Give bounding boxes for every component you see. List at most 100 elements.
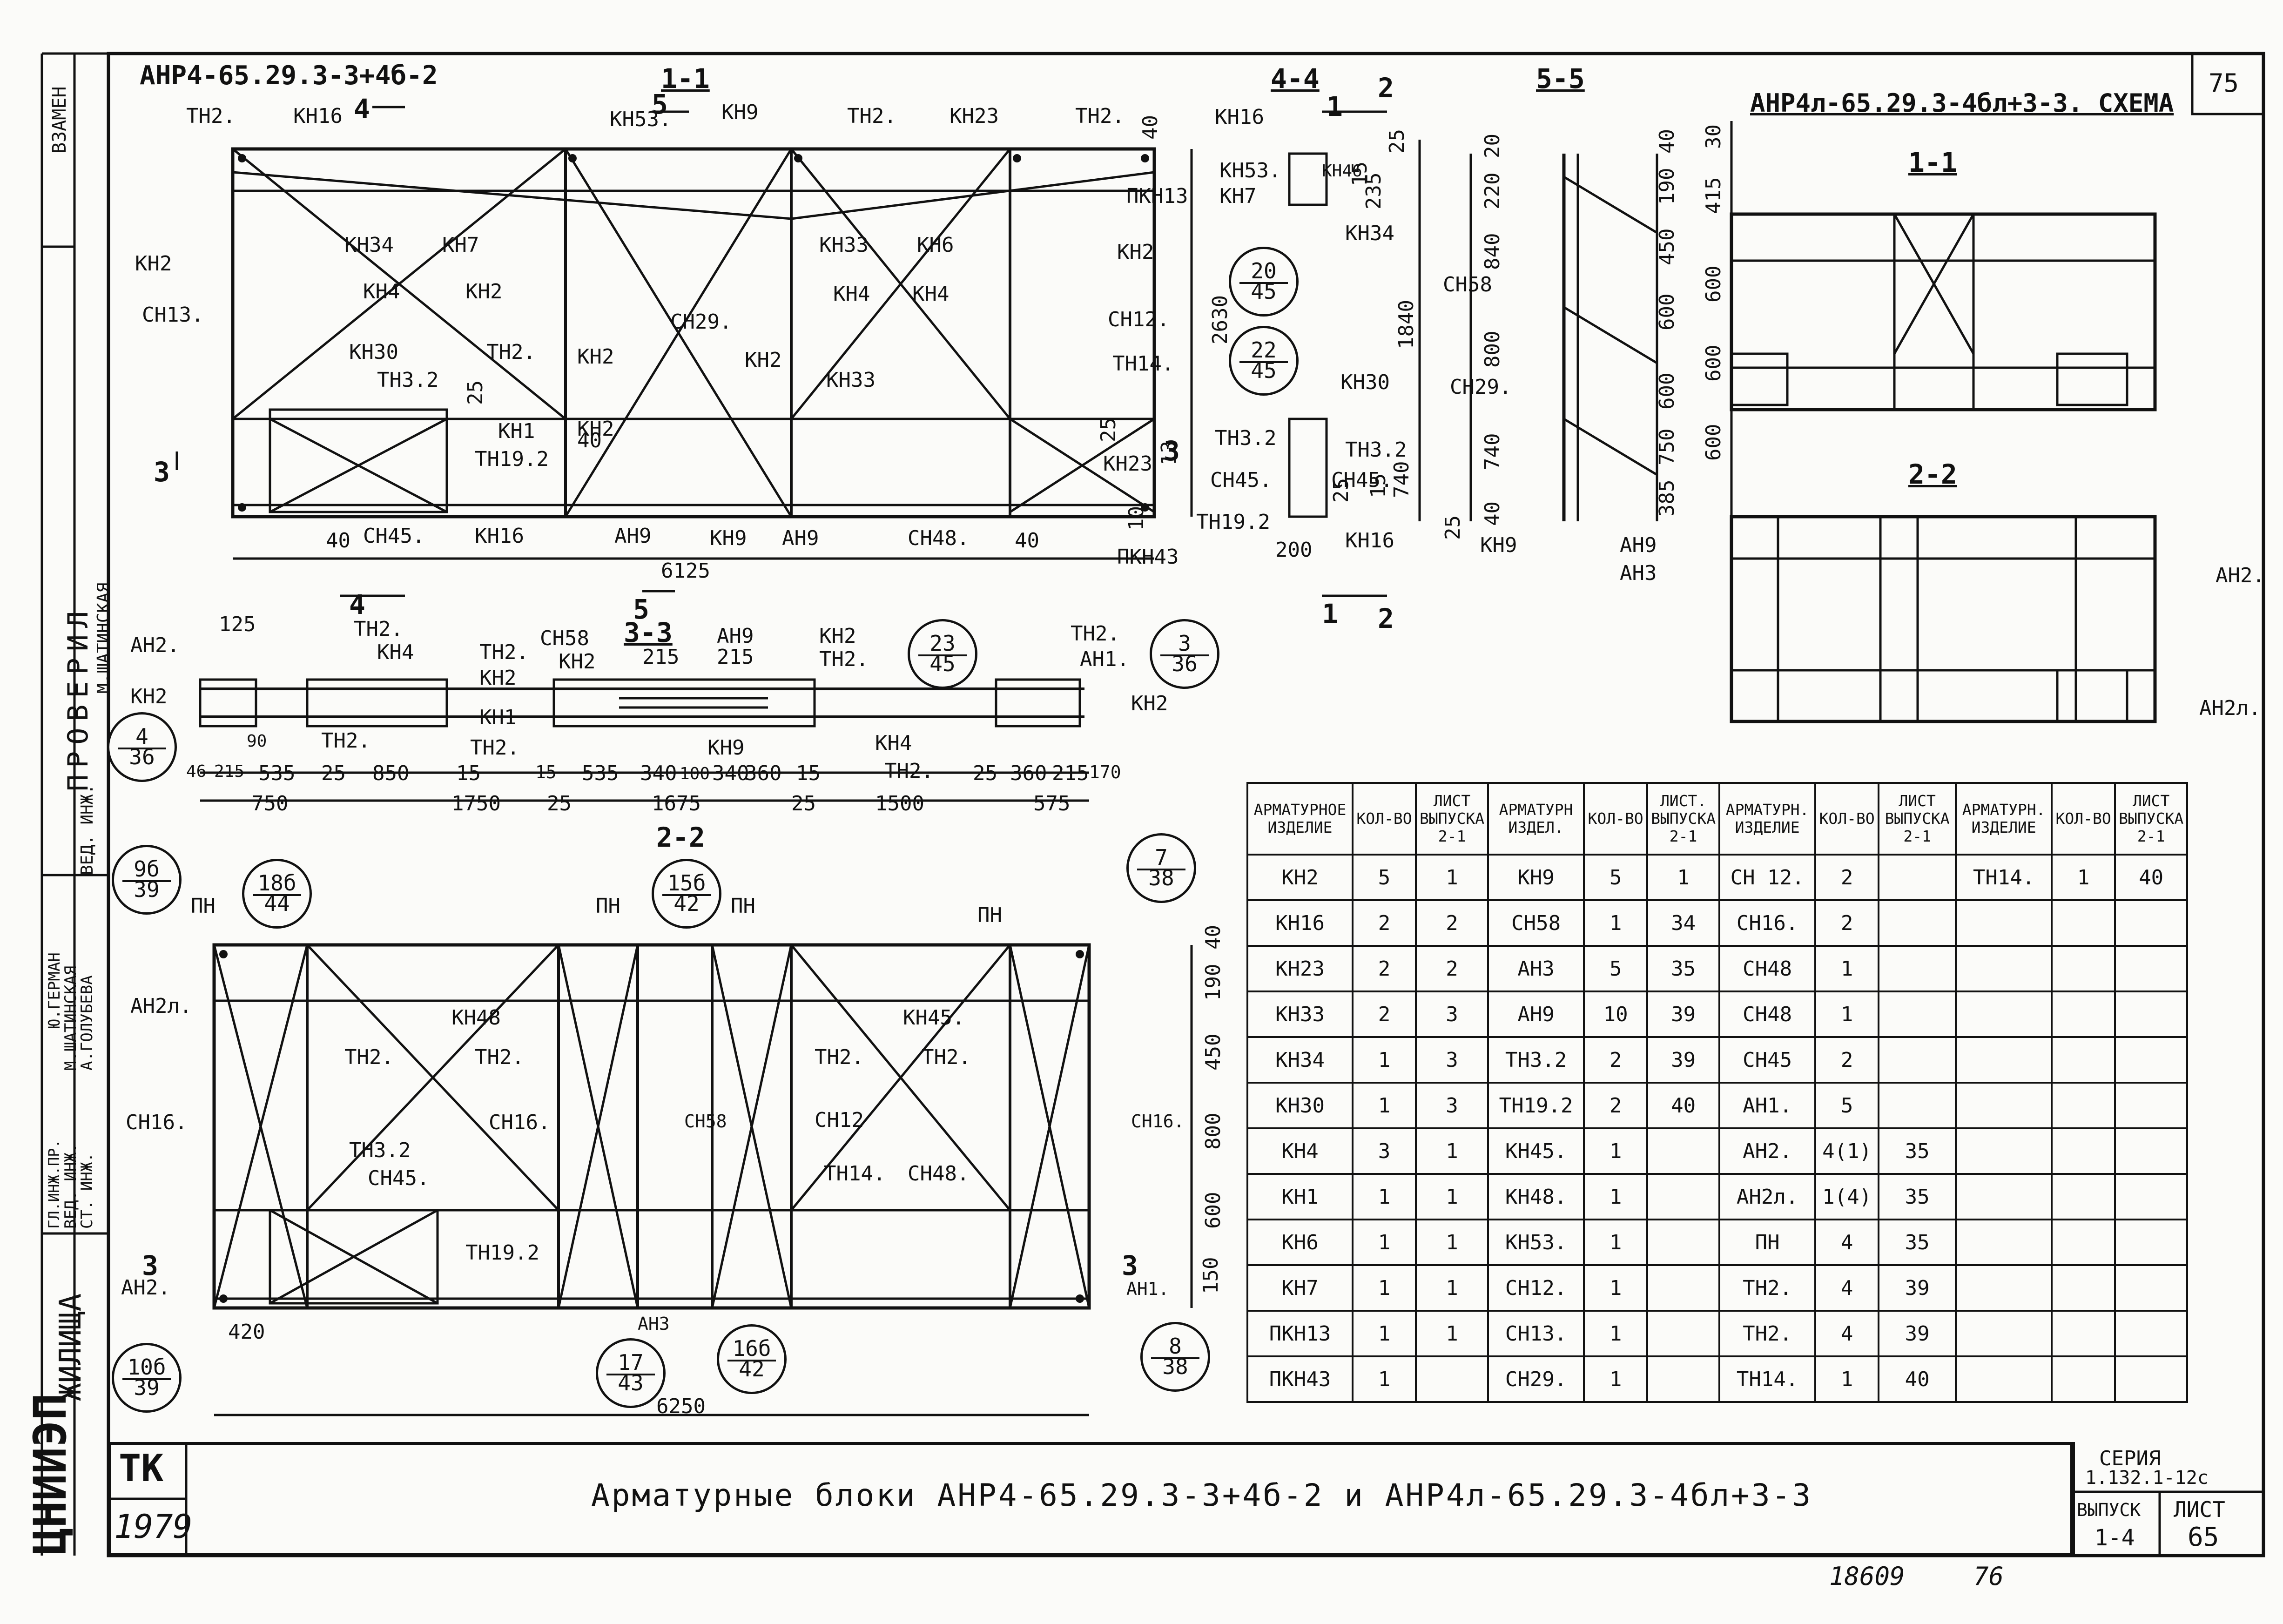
section-mark: 2 bbox=[1378, 72, 1394, 104]
table-cell: 4(1) bbox=[1814, 1127, 1880, 1175]
label: СН45. bbox=[368, 1166, 430, 1190]
title-block bbox=[108, 1442, 2075, 1556]
label: КН48 bbox=[451, 1006, 501, 1030]
dim: 40 bbox=[1481, 501, 1504, 526]
table-cell: 35 bbox=[1878, 1219, 1957, 1266]
table-cell: 3 bbox=[1414, 1036, 1489, 1084]
table-cell bbox=[2114, 945, 2189, 992]
table-header: АРМАТУРНОЕ ИЗДЕЛИЕ bbox=[1246, 782, 1354, 856]
section-mark: 1 bbox=[1322, 598, 1338, 630]
stamp-number-2: 76 bbox=[1973, 1562, 2004, 1591]
section-mark: 5 bbox=[633, 593, 649, 625]
label: ПКН43 bbox=[1117, 545, 1179, 569]
dim: 40 bbox=[1201, 925, 1225, 950]
label: АН1. bbox=[1126, 1279, 1169, 1299]
table-cell: 1 bbox=[1583, 1219, 1649, 1266]
table-cell bbox=[2114, 1082, 2189, 1129]
margin-org: ЦНИИЭП bbox=[24, 1393, 76, 1555]
label: ТН2. bbox=[344, 1045, 394, 1069]
table-header: ЛИСТ ВЫПУСКА 2-1 bbox=[1414, 782, 1489, 856]
table-cell: 34 bbox=[1646, 899, 1721, 947]
table-cell: 1 bbox=[1583, 1127, 1649, 1175]
table-cell: 39 bbox=[1878, 1310, 1957, 1357]
dim: 150 bbox=[1199, 1257, 1223, 1294]
block2-mark: АНР4л-65.29.3-4бл+3-3. СХЕМА bbox=[1750, 88, 2174, 118]
schema-1-1-title: 1-1 bbox=[1908, 147, 1957, 178]
table-cell: 1 bbox=[1352, 1219, 1417, 1266]
dim: 40 bbox=[326, 529, 350, 553]
dim: 360 bbox=[745, 761, 782, 785]
table-cell bbox=[1955, 1036, 2053, 1084]
table-cell: 3 bbox=[1414, 1082, 1489, 1129]
title-tk: ТК bbox=[119, 1447, 164, 1490]
table-cell: КН1 bbox=[1246, 1173, 1354, 1220]
label: КН4 bbox=[912, 282, 950, 306]
table-cell: ТН19.2 bbox=[1487, 1082, 1585, 1129]
table-cell bbox=[1878, 945, 1957, 992]
sheet-number: 75 bbox=[2209, 68, 2239, 98]
table-cell: 1 bbox=[1352, 1173, 1417, 1220]
dim: 800 bbox=[1481, 330, 1504, 368]
table-cell: 1 bbox=[1583, 1310, 1649, 1357]
table-cell: 2 bbox=[1583, 1036, 1649, 1084]
dim: 600 bbox=[1702, 424, 1725, 461]
label: СН45. bbox=[1331, 468, 1393, 492]
table-cell: СН29. bbox=[1487, 1355, 1585, 1403]
table-cell: 5 bbox=[1814, 1082, 1880, 1129]
label: СН16. bbox=[489, 1111, 551, 1134]
table-cell bbox=[2114, 1219, 2189, 1266]
table-cell: 2 bbox=[1583, 1082, 1649, 1129]
table-cell bbox=[1955, 1264, 2053, 1312]
margin-proveril: ПРОВЕРИЛ bbox=[62, 605, 94, 791]
label: АН2. bbox=[2216, 564, 2265, 587]
dim: 15 bbox=[796, 761, 821, 785]
dim: 40 bbox=[577, 429, 602, 452]
table-cell: 40 bbox=[1646, 1082, 1721, 1129]
table-cell: 1 bbox=[1414, 1127, 1489, 1175]
dim: 25 bbox=[1385, 129, 1409, 154]
dim: 360 bbox=[1010, 761, 1047, 785]
table-cell: 1 bbox=[1352, 1036, 1417, 1084]
dim: 6250 bbox=[656, 1395, 706, 1418]
label: КН2 bbox=[1131, 692, 1168, 715]
table-cell: 35 bbox=[1878, 1173, 1957, 1220]
table-cell: КН30 bbox=[1246, 1082, 1354, 1129]
label: СН48. bbox=[908, 1162, 970, 1186]
label: ТН2. bbox=[354, 617, 403, 641]
dim: 15 bbox=[456, 761, 481, 785]
section-2-2-title: 2-2 bbox=[656, 822, 705, 853]
dim: 15 bbox=[1367, 473, 1390, 498]
label: ТН2. bbox=[847, 104, 896, 128]
table-cell bbox=[1955, 1127, 2053, 1175]
dim: 420 bbox=[228, 1320, 265, 1344]
label: АН9 bbox=[614, 524, 652, 548]
dim: 535 bbox=[582, 761, 619, 785]
dim: 215 bbox=[717, 645, 754, 669]
table-cell: 3 bbox=[1352, 1127, 1417, 1175]
table-cell bbox=[1955, 1082, 2053, 1129]
table-cell: 1 bbox=[2051, 854, 2116, 901]
vypusk-value: 1-4 bbox=[2094, 1525, 2135, 1551]
table-cell: АН2л. bbox=[1718, 1173, 1817, 1220]
dim: 600 bbox=[1655, 372, 1679, 410]
section-mark: 2 bbox=[1378, 603, 1394, 634]
label: КН16 bbox=[293, 104, 343, 128]
dim: 450 bbox=[1201, 1033, 1225, 1071]
title-text: Арматурные блоки АНР4-65.29.3-3+4б-2 и А… bbox=[591, 1477, 1813, 1513]
dim: 750 bbox=[1655, 428, 1679, 465]
dim: 800 bbox=[1201, 1112, 1225, 1150]
table-cell: 4 bbox=[1814, 1310, 1880, 1357]
label: ТН2. bbox=[486, 340, 536, 364]
label: КН2 bbox=[577, 345, 614, 369]
label: СН48. bbox=[908, 526, 970, 550]
label: КН16 bbox=[475, 524, 524, 548]
label: КН33 bbox=[826, 368, 875, 392]
dim: 600 bbox=[1655, 293, 1679, 330]
